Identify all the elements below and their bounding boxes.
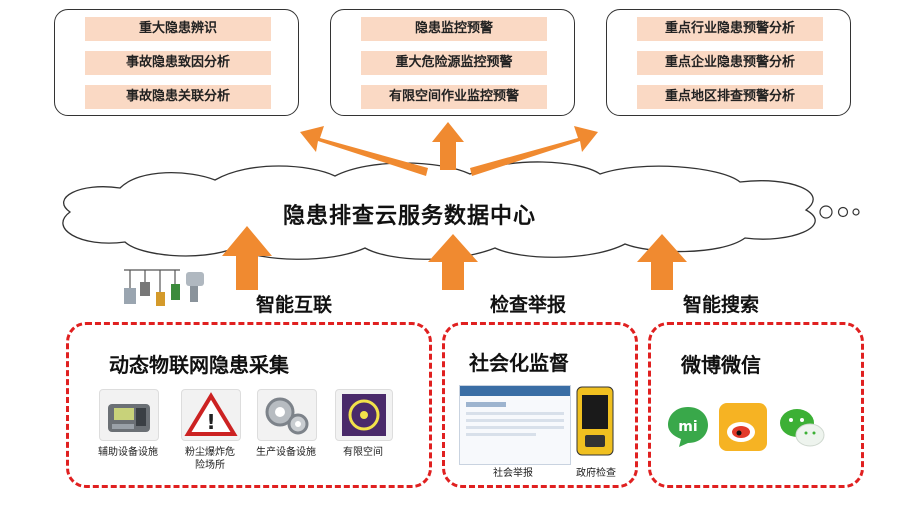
monitoring-item: 有限空间作业监控预警	[361, 85, 547, 109]
analysis-box-1: 重大隐患辨识 事故隐患致因分析 事故隐患关联分析	[54, 9, 299, 116]
svg-text:!: !	[206, 410, 215, 434]
warning-item: 重点地区排查预警分析	[637, 85, 823, 109]
cloud-bubble	[837, 206, 849, 218]
arrow-up-left	[300, 126, 428, 176]
iot-collection-group: 动态物联网隐患采集 辅助设备设施 ! 粉尘爆炸危险场所 生产设备设施	[66, 322, 432, 488]
weibo-wechat-group-title: 微博微信	[681, 353, 761, 377]
caption-auxiliary-equipment: 辅助设备设施	[98, 447, 158, 458]
arrow-up-lower-left	[222, 226, 272, 290]
arrow-up-right	[470, 126, 598, 176]
auxiliary-equipment-image	[99, 389, 159, 441]
warning-item: 重点行业隐患预警分析	[637, 17, 823, 41]
sensor-devices-illustration	[124, 269, 180, 294]
inspection-device-image	[575, 385, 615, 457]
cloud-label: 隐患排查云服务数据中心	[283, 204, 537, 229]
production-equipment-image	[257, 389, 317, 441]
channel-label-smart-search: 智能搜索	[683, 294, 760, 316]
weibo-icon	[719, 403, 767, 455]
channel-label-inspection-report: 检查举报	[490, 294, 567, 316]
arrow-up-lower-right	[637, 234, 687, 290]
social-supervision-group: 社会化监督 社会举报 政府检查	[442, 322, 638, 488]
caption-dust-explosion: 粉尘爆炸危险场所	[185, 447, 235, 471]
analysis-item: 重大隐患辨识	[85, 17, 271, 41]
wechat-icon	[777, 403, 827, 457]
social-group-title: 社会化监督	[469, 351, 569, 375]
monitoring-item: 重大危险源监控预警	[361, 51, 547, 75]
cloud-bubble	[852, 208, 860, 216]
analysis-item: 事故隐患关联分析	[85, 85, 271, 109]
monitoring-box: 隐患监控预警 重大危险源监控预警 有限空间作业监控预警	[330, 9, 575, 116]
warning-item: 重点企业隐患预警分析	[637, 51, 823, 75]
caption-government-inspection: 政府检查	[576, 468, 616, 479]
cloud-bubble	[819, 205, 833, 219]
arrow-up-lower-center	[428, 234, 478, 290]
caption-public-report: 社会举报	[493, 468, 533, 479]
warning-box: 重点行业隐患预警分析 重点企业隐患预警分析 重点地区排查预警分析	[606, 9, 851, 116]
caption-confined-space: 有限空间	[343, 447, 383, 458]
channel-label-smart-connect: 智能互联	[256, 294, 333, 316]
weibo-wechat-group: 微博微信 mi	[648, 322, 864, 488]
dust-explosion-warning-image: !	[181, 389, 241, 441]
caption-production-equipment: 生产设备设施	[256, 447, 316, 458]
analysis-item: 事故隐患致因分析	[85, 51, 271, 75]
arrow-up-center	[432, 122, 464, 170]
iot-group-title: 动态物联网隐患采集	[109, 353, 289, 377]
mi-icon: mi	[665, 403, 711, 453]
report-webpage-image	[459, 385, 571, 465]
confined-space-image	[335, 389, 393, 441]
svg-text:mi: mi	[678, 419, 697, 435]
monitoring-item: 隐患监控预警	[361, 17, 547, 41]
